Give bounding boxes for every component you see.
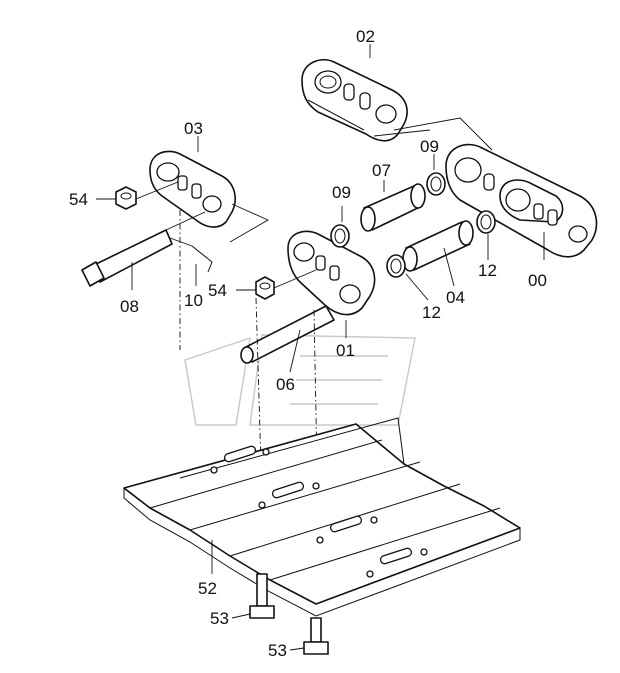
nut-54-lower [255,269,317,300]
seal-09-left [330,224,350,248]
callout-00: 00 [528,271,547,290]
spring-pin-10 [169,237,213,273]
callout-53-upper: 53 [210,609,229,628]
assembly-lines [179,117,493,521]
watermark-logo [184,334,416,426]
bushing-04 [402,220,474,287]
seal-09-right [426,172,446,196]
seal-12-right [476,210,496,234]
callout-10: 10 [184,291,203,310]
bolt-53-lower [303,617,329,655]
callout-09-right: 09 [420,137,439,156]
link-03 [149,150,236,228]
callout-53-lower: 53 [268,641,287,660]
callout-52: 52 [198,579,217,598]
pin-08 [81,211,206,287]
callout-04: 04 [446,288,465,307]
callout-01: 01 [336,341,355,360]
track-shoe-52 [123,417,521,617]
callout-09-left: 09 [332,183,351,202]
callout-07: 07 [372,161,391,180]
callout-12-right: 12 [478,261,497,280]
callout-02: 02 [356,27,375,46]
callout-12-left: 12 [422,303,441,322]
callout-06: 06 [276,375,295,394]
bushing-07 [360,183,426,232]
callout-03: 03 [184,119,203,138]
link-02 [301,58,408,142]
seal-12-left [386,254,406,278]
link-01 [287,230,376,316]
link-00 [445,143,598,258]
pin-06 [240,305,335,373]
callout-54-lower: 54 [208,281,227,300]
nut-54-upper [115,181,179,210]
callout-54-upper: 54 [69,190,88,209]
callout-08: 08 [120,297,139,316]
